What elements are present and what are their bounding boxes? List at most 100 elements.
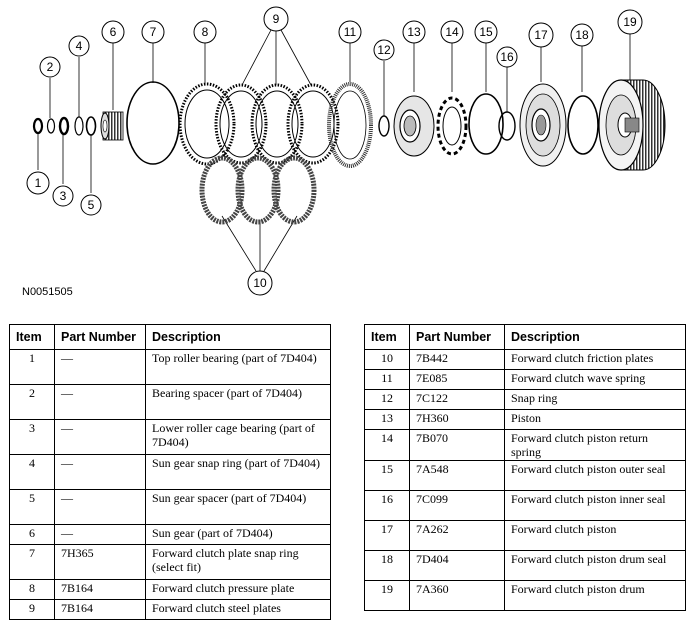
part-number-cell: 7A360 — [409, 580, 505, 611]
table-row: 1—Top roller bearing (part of 7D404) — [9, 349, 331, 385]
part-2-bearing-spacer — [46, 118, 56, 134]
part-10-friction-plates — [199, 155, 317, 225]
item-cell: 16 — [364, 490, 410, 521]
item-cell: 3 — [9, 419, 55, 455]
description-cell: Forward clutch wave spring — [504, 369, 686, 390]
part-number-cell: 7B164 — [54, 599, 146, 620]
callout-15: 15 — [474, 20, 498, 44]
part-number-cell: — — [54, 349, 146, 385]
description-cell: Forward clutch friction plates — [504, 349, 686, 370]
callout-number: 19 — [623, 15, 637, 29]
part-17-forward-clutch-piston — [519, 83, 567, 167]
item-cell: 13 — [364, 409, 410, 430]
item-cell: 10 — [364, 349, 410, 370]
header-description: Description — [145, 324, 331, 350]
callout-6: 6 — [101, 20, 125, 44]
callout-18: 18 — [570, 23, 594, 47]
description-cell: Forward clutch piston outer seal — [504, 460, 686, 491]
table-row: 4—Sun gear snap ring (part of 7D404) — [9, 454, 331, 490]
header-part-number: Part Number — [409, 324, 505, 350]
part-3-lower-roller-cage-bearing — [58, 116, 70, 136]
part-14-return-spring — [436, 96, 468, 156]
callout-number: 15 — [479, 25, 493, 39]
callout-8: 8 — [193, 20, 217, 44]
part-15-outer-seal — [468, 93, 504, 155]
description-cell: Forward clutch steel plates — [145, 599, 331, 620]
header-description: Description — [504, 324, 686, 350]
callout-number: 4 — [76, 39, 83, 53]
callout-number: 1 — [35, 176, 42, 190]
item-cell: 8 — [9, 579, 55, 600]
callout-number: 8 — [202, 25, 209, 39]
description-cell: Forward clutch piston — [504, 520, 686, 551]
header-item: Item — [364, 324, 410, 350]
description-cell: Forward clutch pressure plate — [145, 579, 331, 600]
callout-10: 10 — [247, 270, 273, 296]
callout-number: 7 — [150, 25, 157, 39]
description-cell: Snap ring — [504, 389, 686, 410]
description-cell: Piston — [504, 409, 686, 430]
callout-4: 4 — [68, 35, 90, 57]
description-cell: Forward clutch piston return spring — [504, 429, 686, 461]
callout-number: 9 — [273, 12, 280, 26]
part-5-sun-gear-spacer — [85, 116, 97, 136]
callout-1: 1 — [26, 171, 50, 195]
callout-11: 11 — [338, 20, 362, 44]
callout-17: 17 — [528, 22, 554, 48]
table-row: 3—Lower roller cage bearing (part of 7D4… — [9, 419, 331, 455]
part-number-cell: 7H365 — [54, 544, 146, 580]
callout-14: 14 — [440, 20, 464, 44]
figure-id: N0051505 — [22, 286, 73, 298]
item-cell: 17 — [364, 520, 410, 551]
part-13-piston — [393, 95, 435, 157]
callout-number: 11 — [344, 25, 357, 39]
item-cell: 15 — [364, 460, 410, 491]
description-cell: Lower roller cage bearing (part of 7D404… — [145, 419, 331, 455]
part-11-wave-spring — [327, 82, 373, 168]
part-number-cell: — — [54, 384, 146, 420]
callout-19: 19 — [617, 9, 643, 35]
item-cell: 2 — [9, 384, 55, 420]
table-row: 6—Sun gear (part of 7D404) — [9, 524, 331, 545]
table-row: 5—Sun gear spacer (part of 7D404) — [9, 489, 331, 525]
part-8-pressure-plate — [178, 82, 236, 166]
part-number-cell: 7C122 — [409, 389, 505, 410]
callout-number: 12 — [377, 43, 391, 57]
part-number-cell: 7B164 — [54, 579, 146, 600]
part-1-top-roller-bearing — [32, 117, 44, 135]
header-item: Item — [9, 324, 55, 350]
part-7-plate-snap-ring — [126, 81, 180, 165]
callout-3: 3 — [52, 185, 74, 207]
part-18-piston-drum-seal — [567, 95, 599, 155]
part-number-cell: 7C099 — [409, 490, 505, 521]
item-cell: 1 — [9, 349, 55, 385]
table-header-row: Item Part Number Description — [364, 324, 686, 350]
part-16-inner-seal — [498, 111, 516, 141]
callout-7: 7 — [141, 20, 165, 44]
callout-12: 12 — [373, 39, 395, 61]
part-number-cell: 7E085 — [409, 369, 505, 390]
item-cell: 7 — [9, 544, 55, 580]
callout-2: 2 — [39, 56, 61, 78]
description-cell: Sun gear spacer (part of 7D404) — [145, 489, 331, 525]
callout-number: 13 — [407, 25, 421, 39]
callout-5: 5 — [80, 194, 102, 216]
callout-number: 3 — [60, 189, 67, 203]
item-cell: 6 — [9, 524, 55, 545]
table-header-row: Item Part Number Description — [9, 324, 331, 350]
part-number-cell: — — [54, 524, 146, 545]
part-number-cell: 7H360 — [409, 409, 505, 430]
part-12-snap-ring — [378, 115, 390, 137]
parts-table-left: Item Part Number Description 1—Top rolle… — [9, 324, 331, 620]
